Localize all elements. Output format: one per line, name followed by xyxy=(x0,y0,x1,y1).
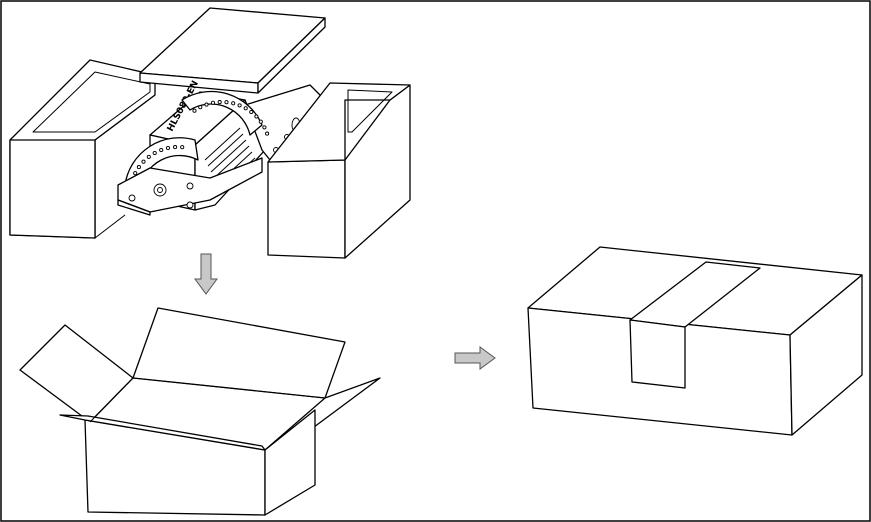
protractor-dot xyxy=(165,145,171,151)
arrow-right xyxy=(454,346,496,370)
protractor-dot xyxy=(254,114,259,119)
protractor-dot xyxy=(210,100,216,105)
protractor-dot xyxy=(146,154,151,159)
bracket-hole xyxy=(186,201,194,209)
protractor-dot xyxy=(217,100,222,105)
protractor-dot xyxy=(180,145,185,150)
foam-lid xyxy=(139,7,326,94)
protractor-dot xyxy=(192,108,197,113)
pivot-bolt-center xyxy=(157,187,163,193)
step-foam-packing: HLS080-EN xyxy=(9,7,411,259)
protractor-dot xyxy=(159,147,164,153)
protractor-dot xyxy=(133,171,138,176)
protractor-dot xyxy=(243,106,248,111)
protractor-dot xyxy=(265,131,270,136)
protractor-dot xyxy=(136,165,141,170)
step-sealed-carton xyxy=(527,246,863,436)
protractor-dot xyxy=(237,103,242,108)
protractor-dot xyxy=(231,101,236,106)
protractor-dot xyxy=(198,105,203,110)
bracket-base xyxy=(117,199,151,216)
sealed-carton xyxy=(527,246,863,436)
open-carton xyxy=(19,307,381,516)
protractor-dot xyxy=(258,119,263,124)
protractor-dot xyxy=(249,109,254,115)
bracket-hole xyxy=(128,194,136,202)
protractor-disc-rear xyxy=(181,90,263,136)
carton-flap-front xyxy=(59,414,266,451)
protractor-dot xyxy=(224,100,229,105)
carton-side xyxy=(789,274,863,436)
bracket-hole xyxy=(186,182,194,190)
carton-flap-left xyxy=(19,324,134,423)
carton-flap-back xyxy=(132,307,346,399)
arrow-down xyxy=(194,253,218,295)
carton-side-face xyxy=(264,409,316,516)
packing-tape-front xyxy=(629,319,686,389)
protractor-dot xyxy=(204,102,209,107)
protractor-dots xyxy=(192,100,270,136)
protractor-dot xyxy=(173,145,178,150)
foam-block-right xyxy=(267,82,411,259)
protractor-dot xyxy=(141,159,146,164)
protractor-dot xyxy=(152,150,157,156)
step-place-in-carton xyxy=(19,307,381,516)
protractor-dot xyxy=(262,125,267,130)
foam-block-left xyxy=(9,59,156,239)
